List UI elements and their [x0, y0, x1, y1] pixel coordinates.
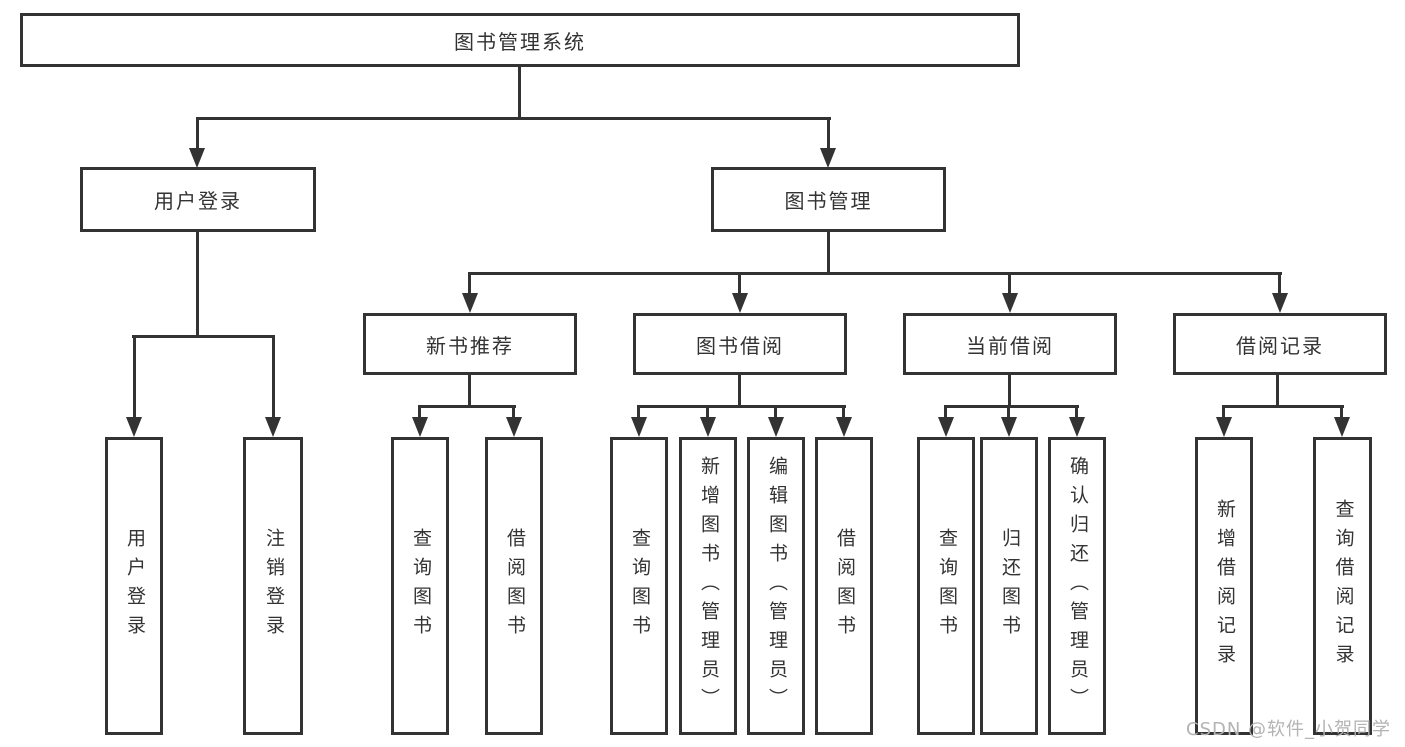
connector-bookmgmt-shaft: [827, 118, 830, 151]
leaf-record-query-label: 查询借阅记录: [1332, 499, 1355, 673]
connector-userlogin-stub: [196, 231, 199, 337]
leaf-newbook-borrow: 借阅图书: [485, 437, 543, 735]
leaf-record-query: 查询借阅记录: [1313, 437, 1372, 735]
arrowhead-leaf-userlogin: [126, 417, 142, 437]
arrowhead-leaf: [938, 417, 954, 437]
connector-leaf-shaft: [944, 405, 947, 419]
connector-newbook-stub: [468, 372, 471, 407]
leaf-user-login: 用户登录: [105, 437, 163, 735]
arrowhead-leaf: [1069, 417, 1085, 437]
leaf-current-query-label: 查询图书: [935, 528, 958, 644]
arrowhead-leaf: [1334, 417, 1350, 437]
arrowhead-bookborrow: [732, 293, 748, 313]
arrowhead-leaf: [631, 417, 647, 437]
connector-level3-bar: [468, 272, 1282, 275]
node-user-login-branch: 用户登录: [80, 167, 316, 232]
leaf-newbook-query-label: 查询图书: [409, 528, 432, 644]
arrowhead-leaf: [412, 417, 428, 437]
leaf-current-confirm-admin-label: 确认归还（管理员）: [1066, 455, 1089, 717]
connector-currentborrow-bar: [944, 405, 1079, 408]
leaf-borrow-edit-admin: 编辑图书（管理员）: [747, 437, 805, 735]
leaf-logout-label: 注销登录: [262, 528, 285, 644]
connector-leaf-shaft: [1340, 405, 1343, 419]
connector-bookborrow-stub: [738, 372, 741, 407]
arrowhead-leaf: [1216, 417, 1232, 437]
node-book-borrow-module: 图书借阅: [633, 313, 847, 375]
connector-currentborrow-stub: [1008, 372, 1011, 407]
leaf-user-login-label: 用户登录: [123, 528, 146, 644]
leaf-current-query: 查询图书: [917, 437, 975, 735]
connector-leaf-shaft: [418, 405, 421, 419]
leaf-current-return: 归还图书: [980, 437, 1038, 735]
leaf-borrow-book: 借阅图书: [815, 437, 873, 735]
node-current-borrow-module: 当前借阅: [903, 313, 1117, 375]
connector-userlogin-shaft: [196, 118, 199, 151]
connector-borrowrecord-shaft: [1278, 272, 1281, 295]
connector-borrowrecord-bar: [1222, 405, 1344, 408]
leaf-borrow-query: 查询图书: [610, 437, 668, 735]
arrowhead-leaf: [506, 417, 522, 437]
connector-newbook-bar: [418, 405, 516, 408]
connector-bookmgmt-stub: [827, 231, 830, 275]
connector-leaf-shaft: [637, 405, 640, 419]
connector-leaf-shaft: [1222, 405, 1225, 419]
leaf-logout: 注销登录: [243, 437, 303, 735]
connector-currentborrow-shaft: [1008, 272, 1011, 295]
arrowhead-newbook: [462, 293, 478, 313]
connector-root-stub: [518, 67, 521, 118]
node-new-book-module: 新书推荐: [363, 313, 577, 375]
arrowhead-leaf-logout: [265, 417, 281, 437]
leaf-newbook-borrow-label: 借阅图书: [503, 528, 526, 644]
connector-level2-bar: [196, 117, 831, 120]
connector-leaf-shaft: [512, 405, 515, 419]
connector-leaf-userlogin-shaft: [133, 335, 136, 419]
connector-borrowrecord-stub: [1276, 372, 1279, 407]
leaf-borrow-edit-admin-label: 编辑图书（管理员）: [765, 455, 788, 717]
leaf-record-add: 新增借阅记录: [1195, 437, 1253, 735]
connector-newbook-shaft: [468, 272, 471, 295]
connector-bookborrow-bar: [637, 405, 846, 408]
leaf-borrow-book-label: 借阅图书: [833, 528, 856, 644]
node-root-system: 图书管理系统: [20, 13, 1020, 67]
leaf-borrow-query-label: 查询图书: [628, 528, 651, 644]
leaf-borrow-add-admin: 新增图书（管理员）: [679, 437, 737, 735]
connector-leaf-shaft: [706, 405, 709, 419]
connector-leaf-logout-shaft: [272, 335, 275, 419]
connector-bookborrow-shaft: [738, 272, 741, 295]
leaf-current-return-label: 归还图书: [998, 528, 1021, 644]
leaf-record-add-label: 新增借阅记录: [1213, 499, 1236, 673]
arrowhead-leaf: [700, 417, 716, 437]
arrowhead-leaf: [1001, 417, 1017, 437]
leaf-newbook-query: 查询图书: [391, 437, 449, 735]
arrowhead-leaf: [836, 417, 852, 437]
connector-leaf-shaft: [1007, 405, 1010, 419]
connector-leaf-shaft: [774, 405, 777, 419]
arrowhead-leaf: [768, 417, 784, 437]
node-book-management-branch: 图书管理: [711, 167, 946, 232]
connector-leaf-shaft: [842, 405, 845, 419]
leaf-borrow-add-admin-label: 新增图书（管理员）: [697, 455, 720, 717]
arrowhead-currentborrow: [1002, 293, 1018, 313]
arrowhead-bookmgmt: [820, 148, 836, 168]
connector-leaf-shaft: [1075, 405, 1078, 419]
node-borrow-record-module: 借阅记录: [1173, 313, 1387, 375]
leaf-current-confirm-admin: 确认归还（管理员）: [1048, 437, 1106, 735]
arrowhead-borrowrecord: [1272, 293, 1288, 313]
arrowhead-userlogin: [189, 148, 205, 168]
connector-userlogin-bar: [132, 335, 275, 338]
